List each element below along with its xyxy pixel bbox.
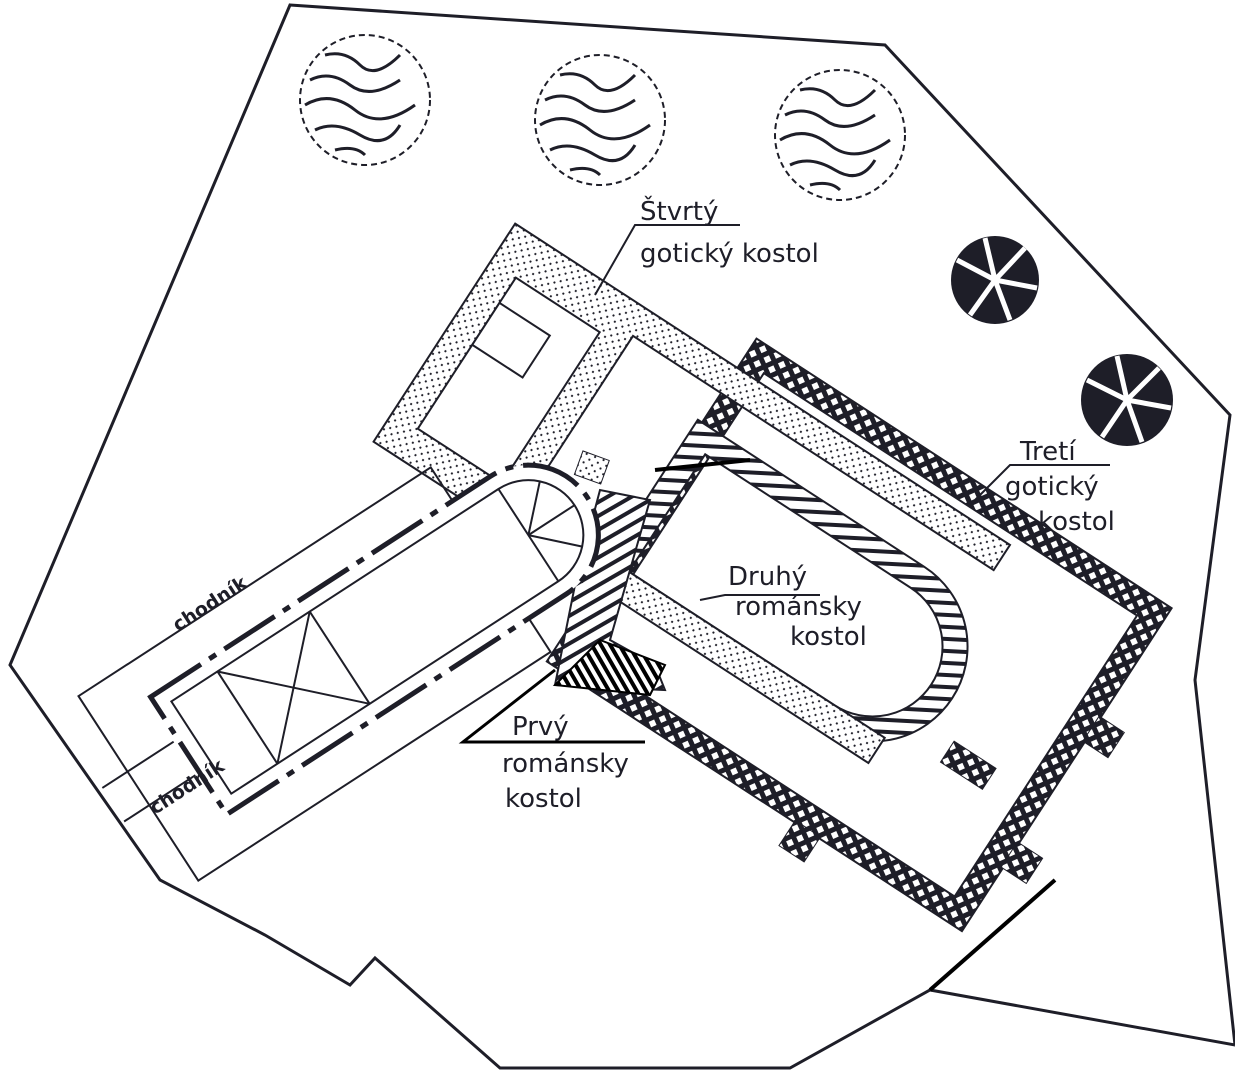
label-fourth-gothic-2: gotický kostol bbox=[640, 239, 819, 269]
label-third-gothic-2: gotický bbox=[1005, 472, 1099, 502]
label-third-gothic-3: kostol bbox=[1038, 507, 1115, 537]
label-first-romanesque-2: románsky bbox=[502, 749, 629, 779]
label-path-upper: chodník bbox=[169, 572, 252, 636]
boundary-accent bbox=[928, 878, 1057, 992]
buttress bbox=[1000, 841, 1044, 885]
leader-second-romanesque bbox=[699, 594, 820, 601]
label-third-gothic-1: Tretí bbox=[1019, 437, 1076, 467]
tree-deciduous-3 bbox=[774, 69, 906, 201]
third-gothic-pillar bbox=[939, 740, 997, 791]
first-romanesque-dark bbox=[552, 638, 667, 697]
label-second-romanesque-1: Druhý bbox=[728, 562, 807, 592]
leader-fourth-gothic bbox=[594, 224, 740, 296]
label-second-romanesque-3: kostol bbox=[790, 622, 867, 652]
leader-first-romanesque bbox=[458, 668, 645, 744]
site-boundary bbox=[8, 3, 1235, 1070]
label-second-romanesque-2: románsky bbox=[735, 592, 862, 622]
dotted-fragment bbox=[573, 450, 610, 485]
tree-deciduous-1 bbox=[299, 34, 431, 166]
modern-church-outline bbox=[147, 462, 601, 818]
tree-deciduous-2 bbox=[534, 54, 666, 186]
buttress bbox=[1082, 715, 1125, 759]
leader-third-gothic bbox=[974, 464, 1110, 501]
wall-accent bbox=[654, 458, 751, 472]
buttress bbox=[778, 819, 822, 863]
tree-conifer-2 bbox=[1081, 354, 1173, 446]
tree-conifer-1 bbox=[951, 236, 1039, 324]
label-first-romanesque-1: Prvý bbox=[512, 712, 569, 742]
fourth-gothic-room bbox=[470, 301, 552, 379]
label-first-romanesque-3: kostol bbox=[505, 784, 582, 814]
label-fourth-gothic-1: Štvrtý bbox=[640, 195, 718, 227]
